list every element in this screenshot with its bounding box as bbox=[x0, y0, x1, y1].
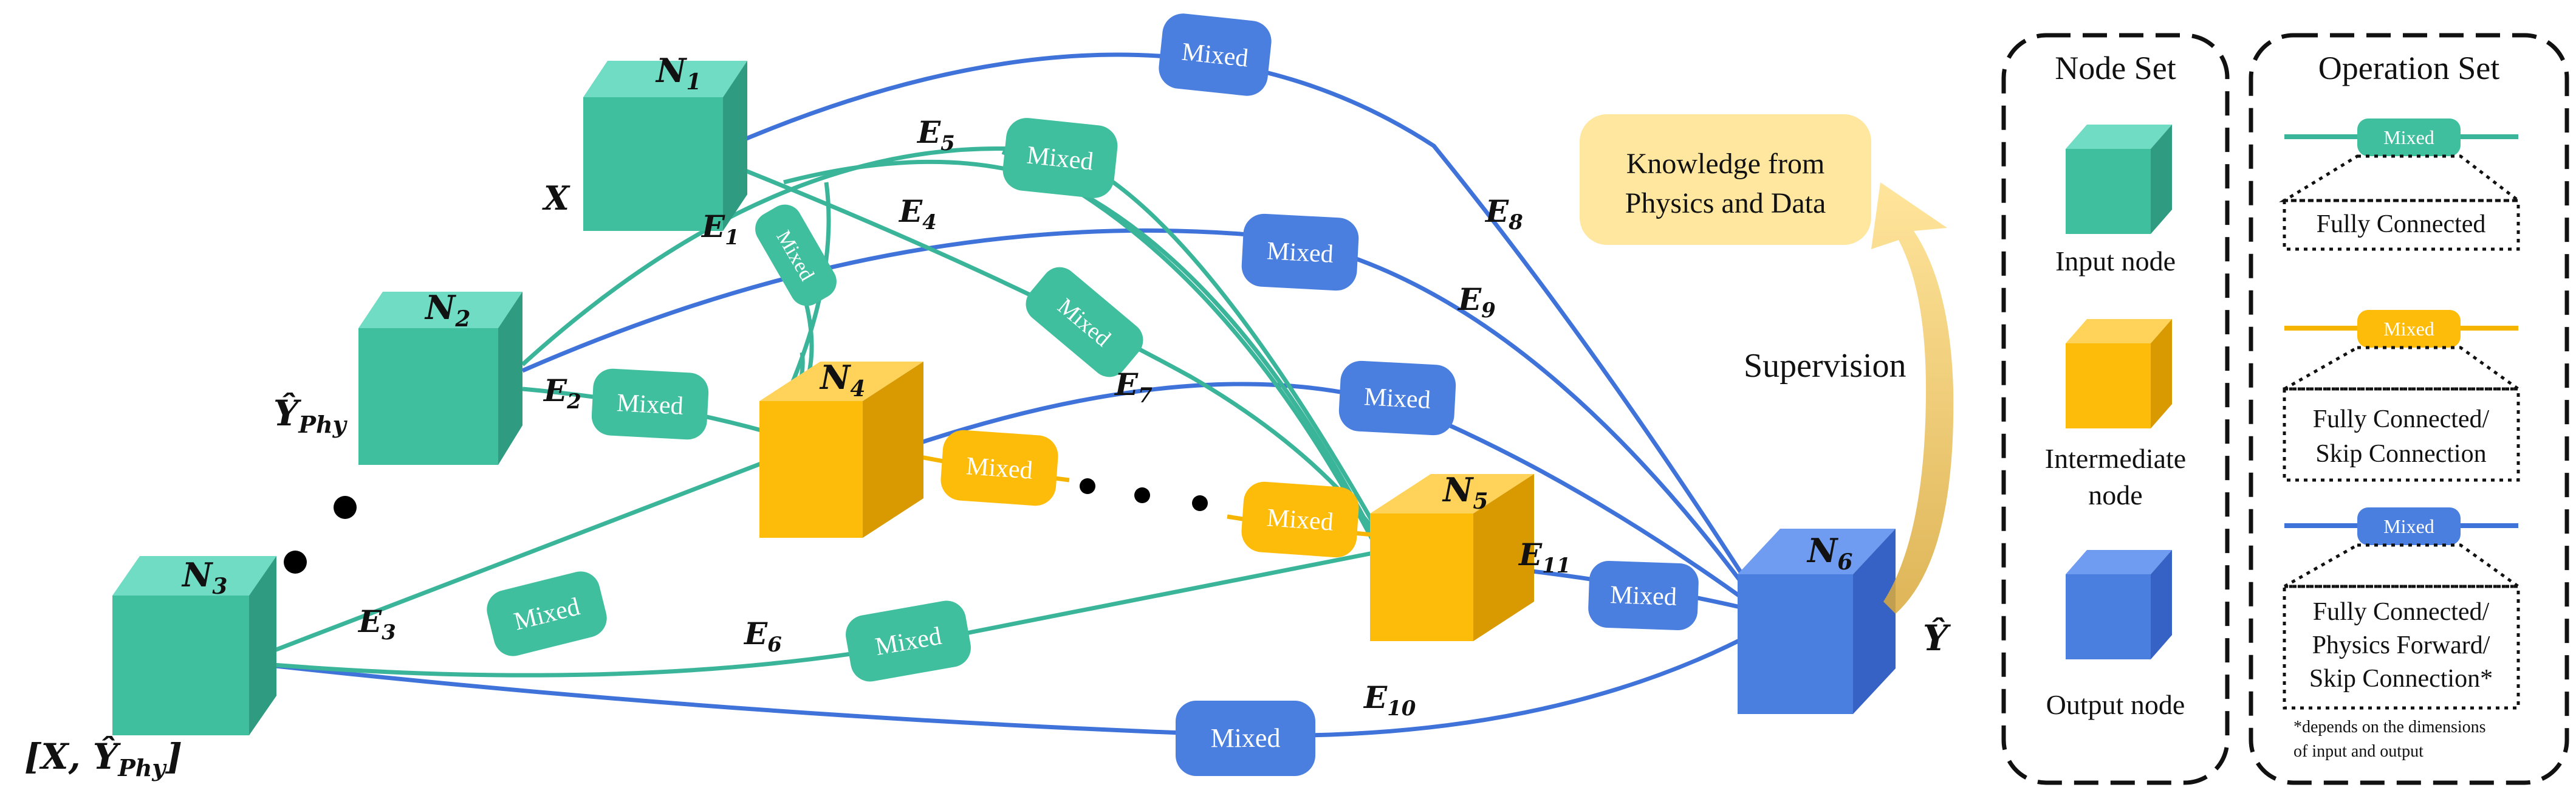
footnote-line1: *depends on the dimensions bbox=[2293, 718, 2486, 737]
edge-label-e6: E6 bbox=[743, 616, 782, 657]
node-set-title: Node Set bbox=[2055, 50, 2176, 86]
legend-teal-mixed: Mixed bbox=[2383, 126, 2434, 148]
legend-blue-mixed: Mixed bbox=[2383, 515, 2434, 537]
legend-teal-op: Mixed Fully Connected bbox=[2279, 118, 2523, 251]
footnote-line2: of input and output bbox=[2293, 742, 2424, 761]
mixed-badge-e3: Mixed bbox=[487, 571, 607, 656]
legend-intermediate-line2: node bbox=[2088, 479, 2142, 510]
edge-label-e10: E10 bbox=[1363, 679, 1416, 721]
mixed-badge-label: Mixed bbox=[1211, 723, 1281, 753]
mixed-badge-e5: Mixed bbox=[1002, 118, 1118, 198]
legend-input-cube bbox=[2066, 125, 2172, 234]
mixed-badge-label: Mixed bbox=[1266, 504, 1335, 537]
mixed-badge-n4-left: Mixed bbox=[940, 430, 1058, 506]
mixed-badge-e8: Mixed bbox=[1159, 13, 1272, 96]
edge-n1-to-n5 bbox=[1001, 149, 1375, 542]
legend-blue-op: Mixed Fully Connected/ Physics Forward/ … bbox=[2278, 507, 2523, 710]
input-yphy-label: ŶPhy bbox=[273, 393, 348, 438]
knowledge-line1: Knowledge from bbox=[1626, 148, 1825, 180]
mixed-badge-e6: Mixed bbox=[846, 600, 971, 682]
mixed-badge-e2: Mixed bbox=[591, 368, 709, 440]
mixed-badge-e10: Mixed bbox=[1176, 701, 1315, 776]
ellipsis-dots-n4-n5 bbox=[1080, 478, 1208, 511]
mixed-badges: Mixed Mixed Mixed Mixed Mixed Mixed Mixe… bbox=[487, 13, 1699, 776]
edge-e4 bbox=[728, 162, 1375, 531]
edge-e8 bbox=[728, 52, 1758, 597]
legend-blue-ops-line3: Skip Connection* bbox=[2309, 665, 2493, 693]
node-n1 bbox=[583, 61, 747, 231]
legend-yellow-mixed: Mixed bbox=[2383, 318, 2434, 340]
legend-input-label: Input node bbox=[2055, 246, 2176, 276]
node-n1-label: N1 bbox=[655, 51, 701, 95]
mixed-badge-e9: Mixed bbox=[1241, 213, 1359, 291]
supervision-label: Supervision bbox=[1744, 347, 1906, 385]
input-x-label: X bbox=[542, 179, 570, 218]
legend-blue-ops-line2: Physics Forward/ bbox=[2312, 631, 2490, 659]
edge-label-e5: E5 bbox=[916, 114, 955, 156]
mixed-badge-label: Mixed bbox=[1609, 581, 1677, 611]
legend-blue-ops-line1: Fully Connected/ bbox=[2313, 598, 2490, 626]
operation-set-title: Operation Set bbox=[2318, 50, 2499, 86]
edge-label-e1: E1 bbox=[701, 208, 739, 250]
edge-e10 bbox=[242, 630, 1757, 738]
mixed-badge-n5-left: Mixed bbox=[1241, 481, 1359, 558]
legend-intermediate-cube bbox=[2066, 319, 2172, 428]
legend-yellow-op: Mixed Fully Connected/ Skip Connection bbox=[2278, 310, 2523, 482]
legend-intermediate-line1: Intermediate bbox=[2045, 443, 2186, 474]
mixed-badge-label: Mixed bbox=[1026, 141, 1095, 176]
legend-output-cube bbox=[2066, 550, 2172, 659]
legend-teal-ops-text: Fully Connected bbox=[2317, 210, 2486, 238]
edge-label-e8: E8 bbox=[1484, 193, 1523, 235]
edge-label-e2: E2 bbox=[543, 373, 581, 414]
edge-label-e4: E4 bbox=[898, 193, 937, 235]
edge-labels: E1 E2 E3 E4 E5 E6 E7 E8 E9 E10 E11 bbox=[357, 114, 1571, 721]
legend-output-label: Output node bbox=[2046, 689, 2185, 720]
mixed-badge-e11: Mixed bbox=[1588, 560, 1699, 631]
node-n2 bbox=[358, 292, 522, 465]
operation-set-panel: Operation Set Mixed Fully Connected Mixe… bbox=[2249, 33, 2569, 785]
node-n3-label: N3 bbox=[181, 555, 227, 599]
mixed-badge-label: Mixed bbox=[1180, 38, 1250, 72]
edge-e6 bbox=[242, 551, 1374, 678]
node-n5 bbox=[1370, 474, 1534, 641]
node-n6-label: N6 bbox=[1806, 531, 1852, 575]
mixed-badge-n4-n6: Mixed bbox=[1338, 360, 1456, 436]
edge-label-e9: E9 bbox=[1457, 281, 1496, 323]
mixed-badge-label: Mixed bbox=[616, 389, 684, 421]
node-set-panel: Node Set Input node Intermediate node Ou… bbox=[2001, 33, 2230, 785]
node-n6 bbox=[1738, 529, 1896, 714]
node-n4-label: N4 bbox=[819, 358, 865, 402]
knowledge-line2: Physics and Data bbox=[1625, 187, 1826, 219]
legend-yellow-ops-line1: Fully Connected/ bbox=[2313, 405, 2490, 433]
edge-label-e3: E3 bbox=[357, 603, 396, 645]
mixed-badge-label: Mixed bbox=[965, 452, 1034, 485]
node-n2-label: N2 bbox=[424, 288, 470, 332]
supervision-arrow bbox=[1871, 182, 1954, 614]
edge-label-e7: E7 bbox=[1114, 366, 1153, 408]
mixed-badge-e1: Mixed bbox=[755, 204, 837, 306]
node-n4 bbox=[759, 362, 923, 538]
edge-label-e11: E11 bbox=[1518, 537, 1571, 578]
legend-yellow-ops-line2: Skip Connection bbox=[2315, 440, 2486, 468]
mixed-badge-label: Mixed bbox=[1266, 237, 1334, 269]
mixed-badge-e4: Mixed bbox=[1026, 267, 1143, 377]
mixed-badge-label: Mixed bbox=[1363, 383, 1431, 414]
node-n5-label: N5 bbox=[1442, 470, 1488, 514]
knowledge-box: Knowledge from Physics and Data bbox=[1580, 114, 1871, 245]
input-combined-label: [X, ŶPhy] bbox=[24, 736, 182, 781]
output-yhat-label: Ŷ bbox=[1923, 617, 1951, 659]
node-n3 bbox=[112, 556, 276, 735]
